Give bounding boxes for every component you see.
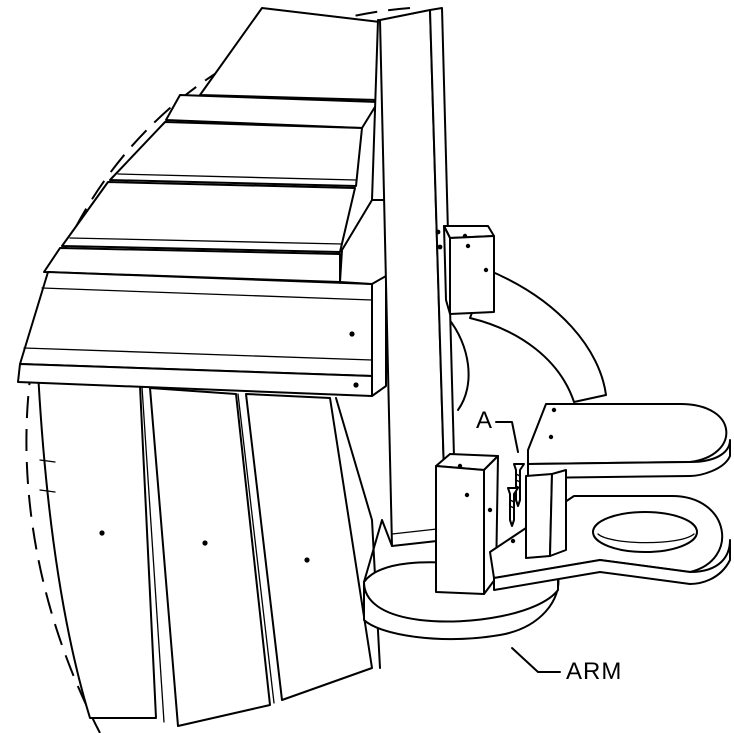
back-slat-1: [37, 371, 157, 719]
rail-screw-hole: [353, 382, 359, 388]
back-slat-3: [245, 393, 373, 701]
back-slats: [37, 371, 381, 727]
upper-block: [443, 225, 495, 315]
front-block: [435, 453, 499, 595]
screw-upper: [513, 463, 525, 507]
slat-screw-hole: [202, 540, 208, 546]
seat-slat-3: [109, 121, 363, 187]
rail-screw-hole: [349, 331, 355, 337]
part-label-arm: ARM: [566, 658, 623, 685]
leader-a: [495, 421, 519, 453]
cup-holder-top: [527, 403, 731, 479]
part-label-a: A: [476, 407, 494, 434]
arm-support-arc-inner: [447, 317, 470, 411]
back-slat-2: [149, 387, 271, 727]
seat-slats: [43, 7, 381, 283]
cup-holder-leg: [510, 469, 567, 559]
leg-screw-hole: [437, 244, 443, 250]
cup-hole: [592, 511, 698, 553]
seat-slat-4: [61, 181, 356, 253]
slat-screw-hole: [99, 530, 105, 536]
slat-screw-hole: [304, 557, 310, 563]
seat-slat-1: [199, 7, 381, 101]
screws: [507, 463, 525, 527]
arm-support-arc: [469, 269, 607, 403]
leader-arm: [511, 647, 561, 673]
leg-screw-hole: [435, 229, 441, 235]
front-rail: [17, 269, 387, 397]
back-leg: [379, 7, 457, 547]
